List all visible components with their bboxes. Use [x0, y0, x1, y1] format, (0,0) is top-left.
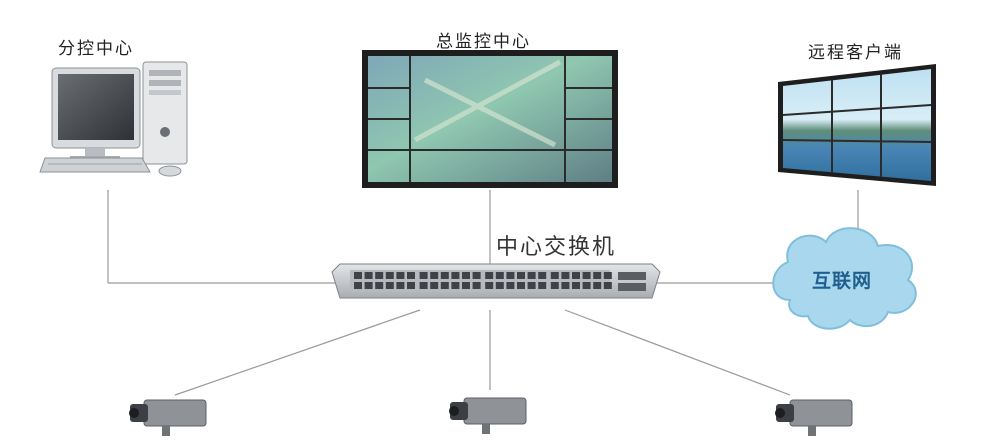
label-main-center: 总监控中心 — [436, 32, 531, 52]
switch-port — [462, 282, 470, 289]
switch-port — [527, 282, 536, 289]
switch-port — [506, 282, 515, 289]
switch-port — [407, 272, 415, 279]
switch-port — [538, 282, 547, 289]
switch-port — [430, 272, 439, 279]
switch-port — [354, 282, 362, 289]
switch-port — [495, 272, 504, 279]
switch-port — [582, 282, 591, 289]
cctv-camera-icon — [775, 399, 853, 436]
switch-port — [593, 272, 602, 279]
switch-port — [375, 272, 384, 279]
switch-port — [385, 272, 394, 279]
network-switch-icon — [331, 263, 661, 299]
switch-port — [396, 282, 405, 289]
switch-port — [354, 272, 362, 279]
connection-lines — [107, 190, 859, 396]
label-remote-client: 远程客户端 — [808, 43, 903, 63]
switch-port — [572, 282, 580, 289]
switch-port — [385, 282, 394, 289]
switch-port — [495, 282, 504, 289]
switch-port — [375, 282, 384, 289]
desktop-computer-icon — [39, 61, 188, 177]
remote-video-wall-icon — [778, 64, 936, 186]
switch-port — [527, 272, 536, 279]
switch-port — [462, 272, 470, 279]
switch-port — [572, 272, 580, 279]
switch-port — [561, 282, 570, 289]
video-wall-monitor-icon — [362, 50, 618, 188]
switch-port — [364, 272, 373, 279]
switch-port — [419, 272, 428, 279]
switch-port — [407, 282, 415, 289]
switch-port — [538, 272, 547, 279]
label-switch: 中心交换机 — [496, 235, 617, 260]
switch-port — [485, 282, 494, 289]
switch-port — [506, 272, 515, 279]
switch-port — [485, 272, 494, 279]
switch-port — [430, 282, 439, 289]
label-branch-center: 分控中心 — [58, 39, 134, 59]
switch-port — [561, 272, 570, 279]
label-internet: 互联网 — [812, 270, 873, 292]
switch-port — [582, 272, 591, 279]
switch-port — [603, 272, 612, 279]
switch-port — [364, 282, 373, 289]
switch-port — [517, 272, 525, 279]
switch-port — [603, 282, 612, 289]
switch-port — [472, 282, 481, 289]
switch-port — [440, 272, 449, 279]
switch-port — [593, 282, 602, 289]
switch-port — [451, 272, 460, 279]
cloud-icon — [772, 227, 917, 330]
switch-port — [472, 272, 481, 279]
switch-port — [440, 282, 449, 289]
switch-ports — [354, 272, 612, 289]
switch-port — [451, 282, 460, 289]
cctv-camera-icon — [449, 397, 527, 434]
switch-port — [419, 282, 428, 289]
line-camera-left — [174, 309, 421, 396]
switch-port — [550, 282, 559, 289]
switch-port — [396, 272, 405, 279]
cctv-camera-icon — [129, 399, 207, 436]
switch-port — [550, 272, 559, 279]
line-camera-right — [564, 309, 791, 396]
switch-port — [517, 282, 525, 289]
